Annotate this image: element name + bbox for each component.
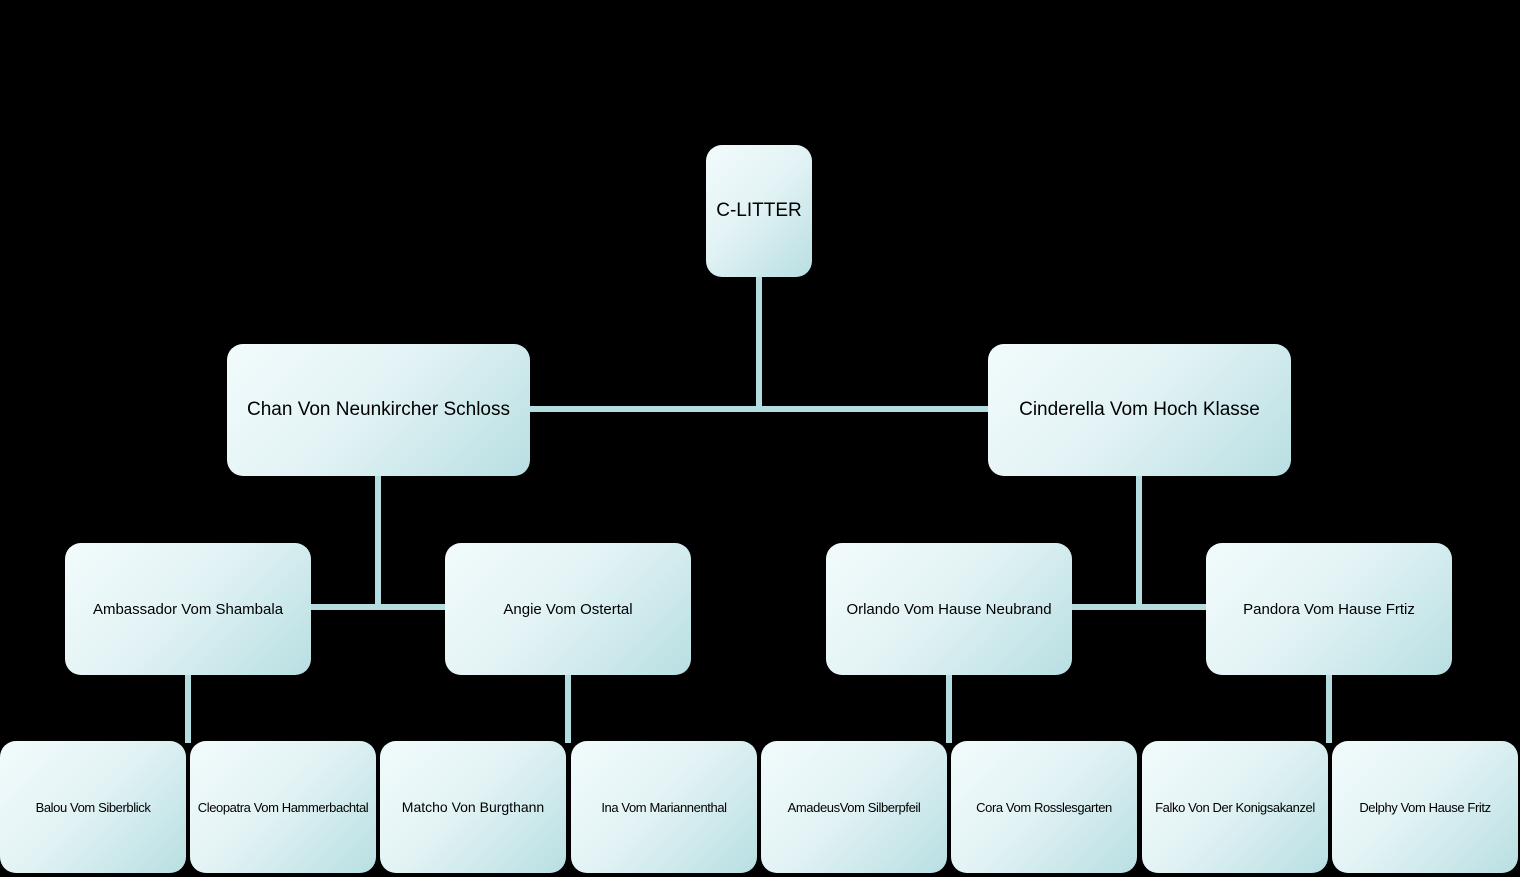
great-grandparent-node: Cleopatra Vom Hammerbachtal xyxy=(190,741,376,873)
grandparent-node: Ambassador Vom Shambala xyxy=(65,543,311,675)
great-grandparent-node: AmadeusVom Silberpfeil xyxy=(761,741,947,873)
connector-dam-children-horizontal xyxy=(1070,604,1208,610)
great-grandparent-node: Matcho Von Burgthann xyxy=(380,741,566,873)
great-grandparent-node: Cora Vom Rosslesgarten xyxy=(951,741,1137,873)
grandparent-node: Pandora Vom Hause Frtiz xyxy=(1206,543,1452,675)
connector-dam-down xyxy=(1136,475,1142,608)
sire-node: Chan Von Neunkircher Schloss xyxy=(227,344,530,476)
connector-sire-children-horizontal xyxy=(309,604,447,610)
great-grandparent-node: Falko Von Der Konigsakanzel xyxy=(1142,741,1328,873)
connector-gp4-down xyxy=(1326,673,1332,743)
dam-node: Cinderella Vom Hoch Klasse xyxy=(988,344,1291,476)
great-grandparent-node: Delphy Vom Hause Fritz xyxy=(1332,741,1518,873)
great-grandparent-node: Ina Vom Mariannenthal xyxy=(571,741,757,873)
connector-root-down xyxy=(756,276,762,412)
great-grandparent-node: Balou Vom Siberblick xyxy=(0,741,186,873)
connector-gp1-down xyxy=(185,673,191,743)
connector-parents-horizontal xyxy=(528,406,990,412)
grandparent-node: Angie Vom Ostertal xyxy=(445,543,691,675)
connector-gp3-down xyxy=(946,673,952,743)
grandparent-node: Orlando Vom Hause Neubrand xyxy=(826,543,1072,675)
connector-gp2-down xyxy=(565,673,571,743)
connector-sire-down xyxy=(375,475,381,608)
root-node: C-LITTER xyxy=(706,145,812,277)
